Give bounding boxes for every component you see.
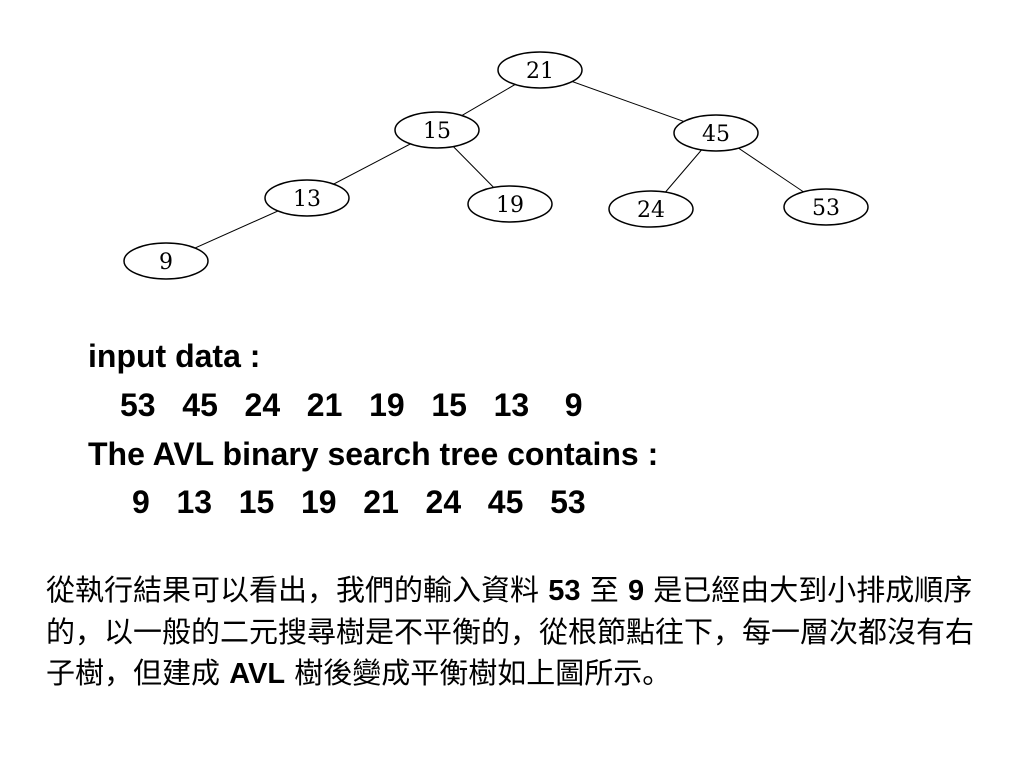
input-data-label: input data :: [88, 338, 261, 374]
node-ellipse-13: [264, 179, 350, 217]
tree-node-9: 9: [123, 242, 209, 280]
node-ellipse-15: [394, 111, 480, 149]
result-label: The AVL binary search tree contains :: [88, 436, 659, 472]
node-label-13: 13: [293, 187, 321, 212]
tree-node-53: 53: [783, 188, 869, 226]
node-label-21: 21: [526, 59, 554, 84]
node-label-53: 53: [812, 196, 840, 221]
node-ellipse-53: [783, 188, 869, 226]
result-values: 9 13 15 19 21 24 45 53: [132, 484, 586, 520]
explanation-paragraph: 從執行結果可以看出，我們的輸入資料 53 至 9 是已經由大到小排成順序的，以一…: [46, 570, 986, 695]
node-label-19: 19: [496, 193, 524, 218]
tree-node-24: 24: [608, 190, 694, 228]
node-label-24: 24: [637, 198, 665, 223]
note-text-2: 至: [580, 573, 628, 607]
tree-node-13: 13: [264, 179, 350, 217]
tree-node-21: 21: [497, 51, 583, 89]
note-number-53: 53: [548, 575, 581, 607]
tree-edges: [165, 69, 827, 262]
node-ellipse-19: [467, 185, 553, 223]
avl-tree-diagram: 21 15 45 13 19 24 53 9: [123, 51, 869, 280]
node-label-15: 15: [423, 119, 451, 144]
node-ellipse-45: [673, 114, 759, 152]
node-ellipse-21: [497, 51, 583, 89]
tree-node-19: 19: [467, 185, 553, 223]
node-ellipse-9: [123, 242, 209, 280]
note-text-4: 樹後變成平衡樹如上圖所示。: [285, 656, 672, 690]
node-label-9: 9: [159, 250, 173, 275]
note-number-9: 9: [627, 575, 645, 607]
note-avl: AVL: [229, 658, 286, 690]
tree-nodes: 21 15 45 13 19 24 53 9: [123, 51, 869, 280]
tree-node-45: 45: [673, 114, 759, 152]
input-data-values: 53 45 24 21 19 15 13 9: [120, 387, 583, 423]
note-text-1: 從執行結果可以看出，我們的輸入資料: [46, 573, 549, 607]
tree-node-15: 15: [394, 111, 480, 149]
note-text-3: 是已經由大到小排成順序的，以一般的二元搜尋樹是不平衡的，從根節點往下，每一層次都…: [46, 573, 975, 690]
node-ellipse-24: [608, 190, 694, 228]
node-label-45: 45: [702, 122, 730, 147]
